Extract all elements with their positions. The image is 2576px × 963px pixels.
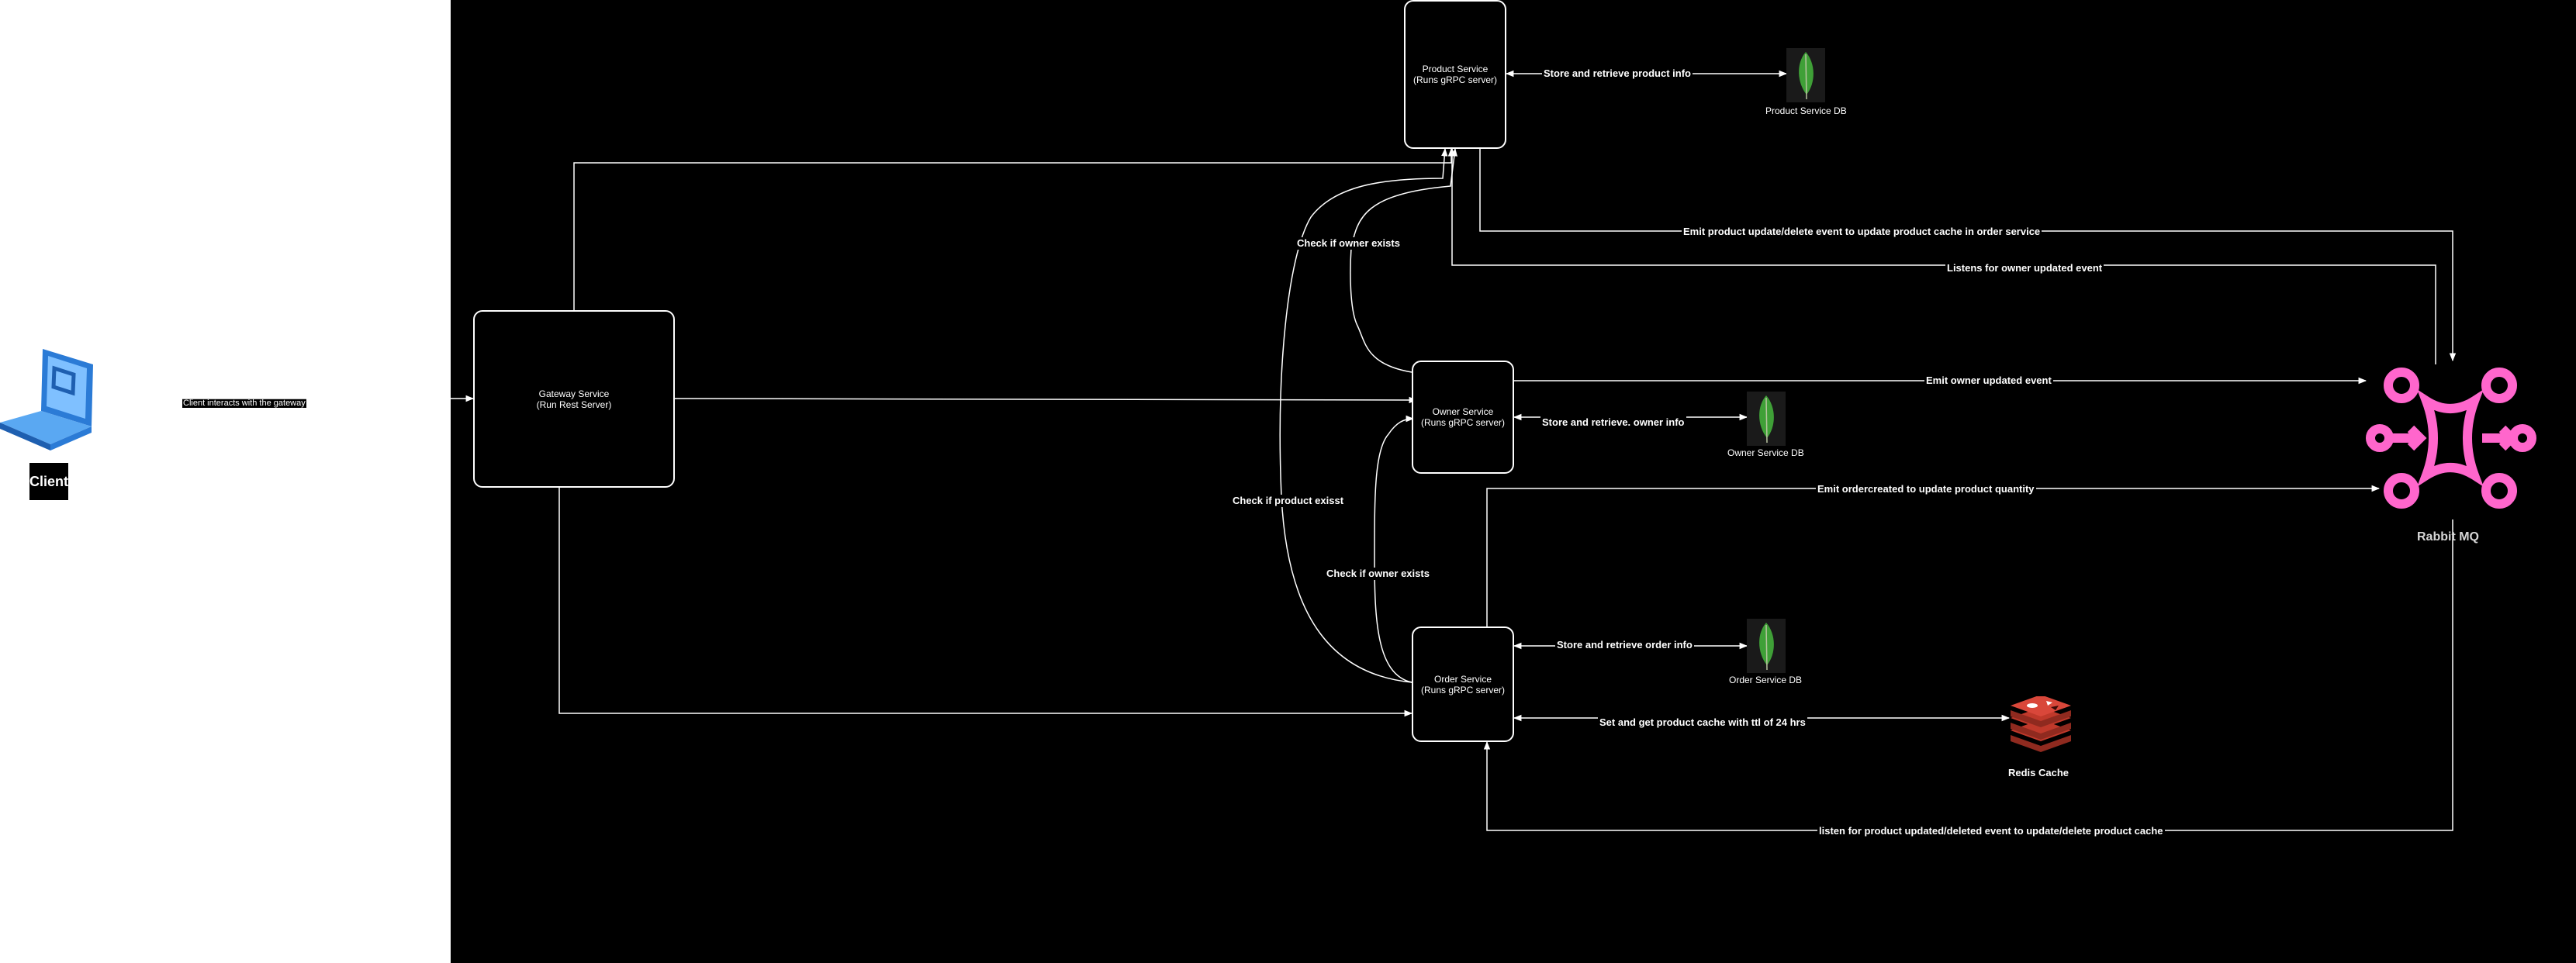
order-service-title: Order Service xyxy=(1433,673,1492,685)
redis-edge-label: Set and get product cache with ttl of 24… xyxy=(1598,716,1807,729)
order-db-edge-label: Store and retrieve order info xyxy=(1555,639,1694,651)
owner-service-subtitle: (Runs gRPC server) xyxy=(1420,417,1506,428)
mongodb-leaf-icon xyxy=(1786,48,1825,102)
rabbitmq-icon xyxy=(2366,361,2538,516)
order-service-subtitle: (Runs gRPC server) xyxy=(1420,684,1506,696)
gateway-service-title: Gateway Service xyxy=(538,388,610,399)
order-db-label: Order Service DB xyxy=(1729,675,1803,685)
product-db-label: Product Service DB xyxy=(1765,105,1847,116)
redis-icon xyxy=(2009,695,2073,752)
redis-label: Redis Cache xyxy=(2008,767,2069,778)
owner-service-title: Owner Service xyxy=(1432,406,1494,417)
check-owner-from-order-label: Check if owner exists xyxy=(1325,568,1431,580)
gateway-service-box[interactable]: Gateway Service (Run Rest Server) xyxy=(473,310,675,488)
listen-owner-updated-label: Listens for owner updated event xyxy=(1945,262,2104,274)
gateway-service-subtitle: (Run Rest Server) xyxy=(536,399,612,410)
check-product-from-order-label: Check if product exisst xyxy=(1231,495,1346,507)
emit-product-update-label: Emit product update/delete event to upda… xyxy=(1682,226,2042,238)
product-db-edge-label: Store and retrieve product info xyxy=(1542,67,1693,80)
diagram-canvas xyxy=(451,0,2576,963)
product-service-subtitle: (Runs gRPC server) xyxy=(1412,74,1498,85)
laptop-icon xyxy=(0,345,101,454)
owner-db-edge-label: Store and retrieve. owner info xyxy=(1540,416,1686,429)
client-label: Client xyxy=(29,463,68,500)
mongodb-leaf-icon xyxy=(1747,392,1786,446)
emit-order-created-label: Emit ordercreated to update product quan… xyxy=(1816,483,2036,495)
mongodb-leaf-icon xyxy=(1747,619,1786,673)
check-owner-from-product-label: Check if owner exists xyxy=(1295,237,1402,250)
emit-owner-updated-label: Emit owner updated event xyxy=(1924,374,2053,387)
rabbitmq-label: Rabbit MQ xyxy=(2417,530,2479,544)
owner-service-box[interactable]: Owner Service (Runs gRPC server) xyxy=(1412,361,1514,474)
owner-db-label: Owner Service DB xyxy=(1727,447,1804,458)
product-service-box[interactable]: Product Service (Runs gRPC server) xyxy=(1404,0,1506,149)
client-interaction-label: Client interacts with the gateway xyxy=(182,399,306,408)
product-service-title: Product Service xyxy=(1422,64,1489,74)
listen-product-updated-label: listen for product updated/deleted event… xyxy=(1817,825,2165,837)
order-service-box[interactable]: Order Service (Runs gRPC server) xyxy=(1412,626,1514,742)
